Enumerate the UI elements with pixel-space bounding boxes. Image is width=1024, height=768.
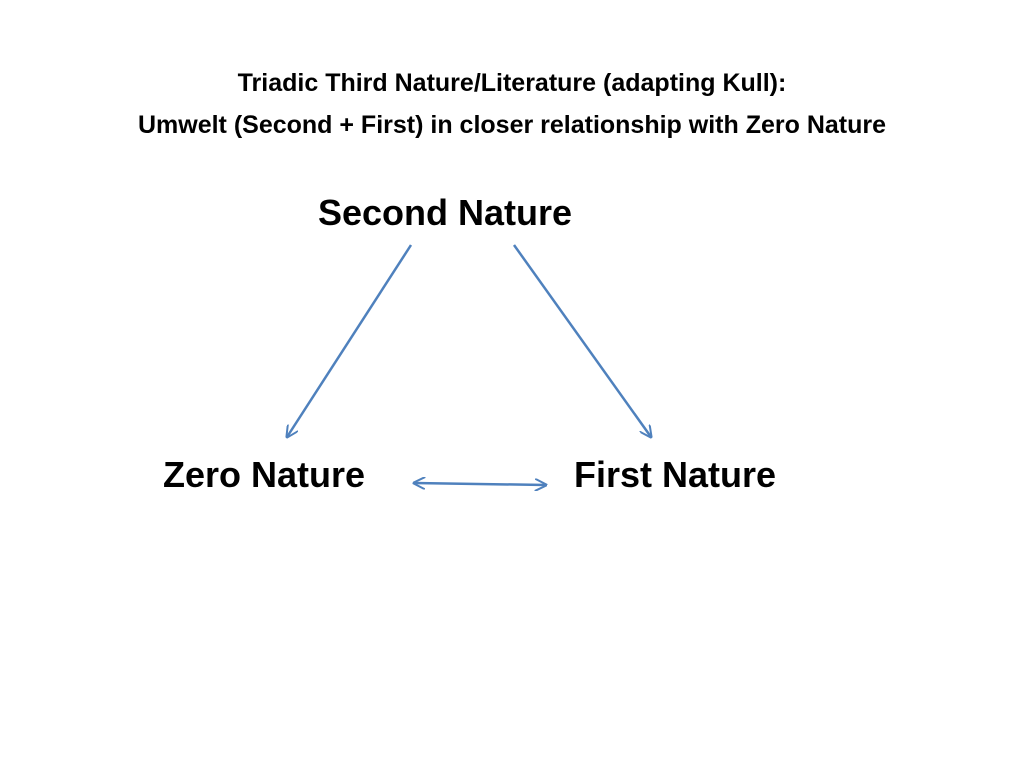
- title-line-2: Umwelt (Second + First) in closer relati…: [137, 111, 887, 139]
- node-zero-nature: Zero Nature: [163, 454, 366, 495]
- title-line-1: Triadic Third Nature/Literature (adaptin…: [237, 69, 787, 97]
- slide-title: Triadic Third Nature/Literature (adaptin…: [0, 62, 1024, 146]
- arrow-second-to-zero: [287, 244, 413, 437]
- arrow-second-to-first: [512, 244, 651, 437]
- node-second-nature: Second Nature: [318, 192, 573, 233]
- arrow-zero-first-bidirectional: [414, 483, 546, 485]
- node-first-nature: First Nature: [574, 454, 777, 495]
